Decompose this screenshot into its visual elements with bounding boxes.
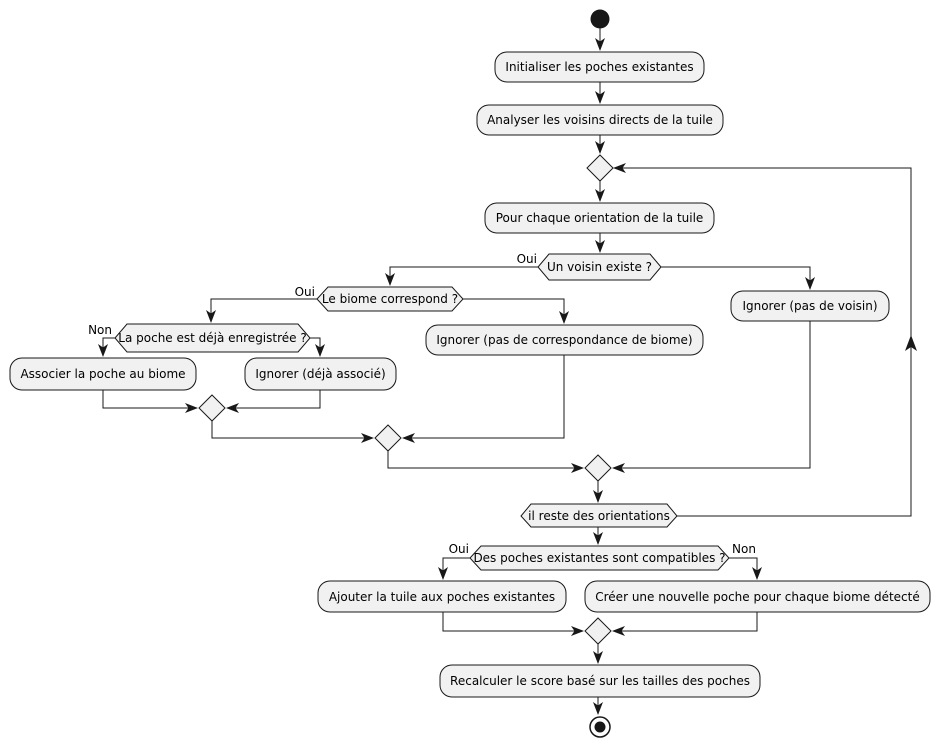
edge-associer-to-merge2 xyxy=(102,390,198,413)
merge-diamond-5 xyxy=(584,617,612,645)
activity-box xyxy=(9,357,197,391)
activity-associer-poche: Associer la poche au biome xyxy=(9,357,197,391)
decision-hexagon xyxy=(114,323,311,353)
activity-box xyxy=(730,290,890,322)
activity-box xyxy=(494,51,705,83)
start-circle xyxy=(590,9,610,29)
merge-diamond-4 xyxy=(584,454,612,482)
activity-label: Ajouter la tuile aux poches existantes xyxy=(329,590,555,604)
decision-label: Un voisin existe ? xyxy=(547,260,652,274)
activity-ajouter-tuile: Ajouter la tuile aux poches existantes xyxy=(317,580,567,613)
activity-box xyxy=(317,580,567,613)
edge-poche-non xyxy=(98,337,115,357)
activity-box xyxy=(476,104,724,136)
activity-box xyxy=(425,324,704,356)
decision-label: Des poches existantes sont compatibles ? xyxy=(473,551,725,565)
merge-diamond xyxy=(374,424,402,452)
edge-pascorrespondance-to-merge3 xyxy=(402,355,565,443)
activity-label: Analyser les voisins directs de la tuile xyxy=(487,113,713,127)
loopback-arrowhead xyxy=(905,335,917,351)
edge-creer-to-merge5 xyxy=(612,612,758,636)
decision-il-reste-orientations: il reste des orientations xyxy=(520,503,678,528)
decision-hexagon xyxy=(520,503,678,528)
activity-label: Associer la poche au biome xyxy=(20,367,185,381)
end-node xyxy=(589,716,611,738)
activity-recalculer-score: Recalculer le score basé sur les tailles… xyxy=(439,664,761,698)
activity-label: Ignorer (pas de voisin) xyxy=(742,299,877,313)
edge-label-biome-oui: Oui xyxy=(295,285,315,299)
edge-label-voisin-oui: Oui xyxy=(517,252,537,266)
activity-label: Initialiser les poches existantes xyxy=(505,60,693,74)
activity-ignorer-pas-correspondance: Ignorer (pas de correspondance de biome) xyxy=(425,324,704,356)
decision-label: Le biome correspond ? xyxy=(322,292,458,306)
edge-voisin-non xyxy=(661,266,815,290)
decision-biome-correspond: Le biome correspond ? xyxy=(316,286,464,312)
decision-un-voisin-existe: Un voisin existe ? xyxy=(537,253,662,281)
activity-box xyxy=(439,664,761,698)
decision-hexagon xyxy=(537,253,662,281)
merge-diamond xyxy=(584,617,612,645)
edge-ajouter-to-merge5 xyxy=(442,612,584,636)
edge-labels: Oui Oui Non Oui Non xyxy=(88,252,756,556)
decision-hexagon xyxy=(469,545,730,571)
edge-biome-non xyxy=(463,298,569,324)
activity-label: Créer une nouvelle poche pour chaque bio… xyxy=(595,590,919,604)
activity-pour-chaque-orientation: Pour chaque orientation de la tuile xyxy=(484,202,715,234)
decision-poche-enregistree: La poche est déjà enregistrée ? xyxy=(114,323,311,353)
edge-pasvoisin-to-merge4 xyxy=(612,321,811,473)
start-node xyxy=(590,9,610,29)
edge-label-compat-oui: Oui xyxy=(449,542,469,556)
activity-ignorer-deja-associe: Ignorer (déjà associé) xyxy=(244,357,397,391)
merge-diamond-3 xyxy=(374,424,402,452)
decision-label: La poche est déjà enregistrée ? xyxy=(118,331,306,345)
activity-label: Ignorer (pas de correspondance de biome) xyxy=(436,333,692,347)
activity-box xyxy=(584,580,931,613)
activity-label: Recalculer le score basé sur les tailles… xyxy=(450,674,750,688)
end-circle-inner xyxy=(594,721,606,733)
edge-voisin-oui xyxy=(385,266,538,286)
merge-diamond-top xyxy=(586,154,614,182)
edge-biome-oui xyxy=(206,298,317,323)
edge-merge3-to-merge4 xyxy=(387,451,584,473)
edge-label-poche-non: Non xyxy=(88,323,112,337)
activity-box xyxy=(484,202,715,234)
activity-initialiser-poches: Initialiser les poches existantes xyxy=(494,51,705,83)
activity-label: Ignorer (déjà associé) xyxy=(255,367,385,381)
edges xyxy=(98,28,917,715)
edge-poche-oui xyxy=(310,337,325,357)
activity-box xyxy=(244,357,397,391)
decision-hexagon xyxy=(316,286,464,312)
edge-label-compat-non: Non xyxy=(732,542,756,556)
merge-diamond-2 xyxy=(198,394,226,422)
activity-ignorer-pas-voisin: Ignorer (pas de voisin) xyxy=(730,290,890,322)
decision-label: il reste des orientations xyxy=(528,509,670,523)
edge-dejaassocie-to-merge2 xyxy=(226,390,321,413)
end-circle-outer xyxy=(589,716,611,738)
decision-poches-compatibles: Des poches existantes sont compatibles ? xyxy=(469,545,730,571)
activity-creer-poche: Créer une nouvelle poche pour chaque bio… xyxy=(584,580,931,613)
edge-compat-non xyxy=(729,557,762,580)
merge-diamond xyxy=(584,454,612,482)
edge-merge2-to-merge3 xyxy=(211,421,374,443)
edge-compat-oui xyxy=(438,557,470,580)
activity-label: Pour chaque orientation de la tuile xyxy=(496,211,704,225)
activity-analyser-voisins: Analyser les voisins directs de la tuile xyxy=(476,104,724,136)
merge-diamond xyxy=(586,154,614,182)
merge-diamond xyxy=(198,394,226,422)
